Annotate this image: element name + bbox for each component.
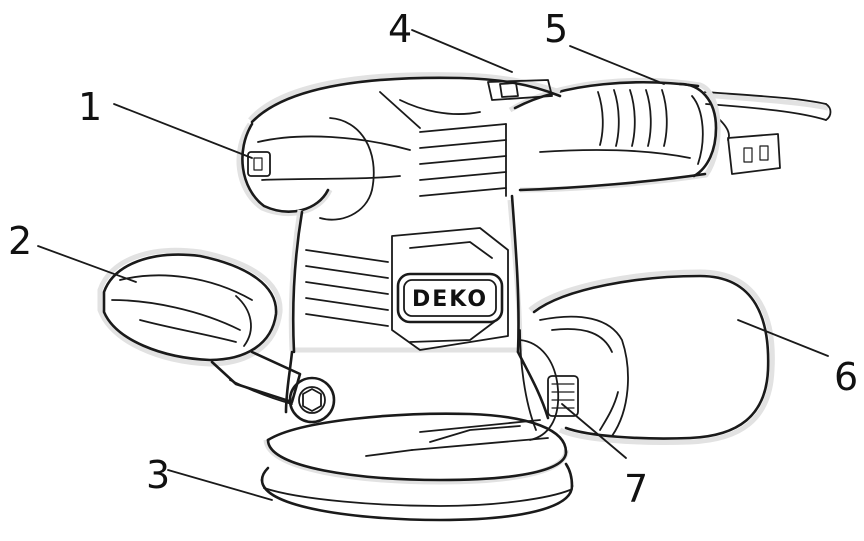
callout-number-1: 1	[78, 85, 102, 129]
power-cord	[704, 91, 832, 175]
callout-number-2: 2	[8, 219, 32, 263]
leader-line-3	[167, 469, 273, 501]
leader-line-5	[569, 45, 665, 85]
leader-line-7	[561, 403, 627, 459]
top-housing	[248, 72, 562, 221]
brand-badge-frame	[396, 272, 504, 324]
callout-number-6: 6	[834, 355, 858, 399]
front-knob	[236, 122, 411, 217]
leader-line-4	[411, 29, 513, 73]
callout-number-7: 7	[624, 467, 648, 511]
leader-line-2	[37, 245, 137, 283]
dust-port-lock	[519, 339, 579, 441]
callout-numbers: 1 2 3 4 5 6 7	[8, 7, 858, 511]
callout-number-4: 4	[388, 7, 412, 51]
callout-number-3: 3	[146, 453, 170, 497]
rear-handle	[508, 77, 721, 193]
callout-number-5: 5	[544, 7, 568, 51]
brand-logo-text: DEKO	[412, 287, 488, 312]
leader-line-1	[113, 103, 253, 159]
leader-line-6	[737, 319, 829, 357]
brand-badge: DEKO	[396, 272, 504, 324]
sanding-pad	[260, 350, 574, 522]
callout-leaders	[37, 29, 829, 501]
dust-canister	[519, 269, 775, 445]
auxiliary-handle	[97, 247, 336, 424]
